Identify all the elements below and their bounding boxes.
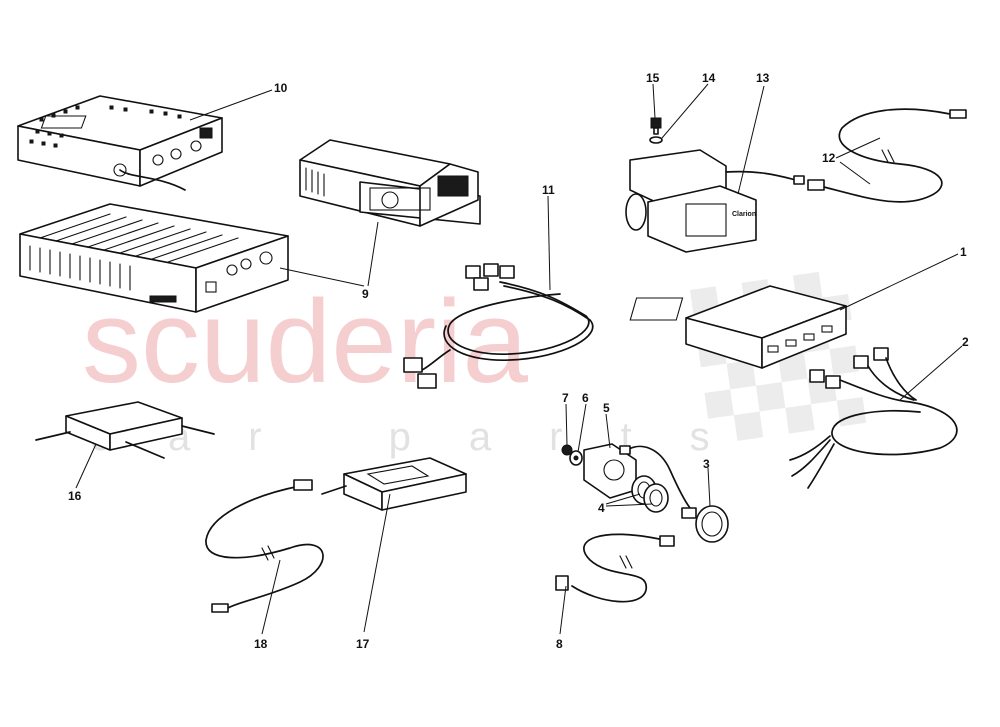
part-9-radio-head-unit	[299, 139, 481, 227]
callout-15: 15	[646, 71, 660, 85]
callout-16: 16	[68, 489, 82, 503]
callout-4: 4	[598, 501, 605, 515]
part-17-antenna-module	[321, 457, 467, 511]
callout-11: 11	[542, 183, 555, 197]
part-9-amplifier	[19, 203, 289, 313]
part-3-push-button	[681, 505, 729, 543]
part-13-camera-unit: Clarion	[625, 149, 805, 253]
part-8-connector-cable	[555, 533, 675, 603]
part-2-wiring-harness	[789, 347, 958, 489]
watermark-sub-text: car parts	[90, 415, 768, 459]
part-18-antenna-cable	[205, 479, 324, 613]
callout-labels: 10 9 11 15 14 13 12 1 2 3 4 5 6 7 8 16 1…	[68, 71, 969, 651]
part-12-extension-cable	[807, 108, 967, 203]
part-15-screw	[650, 117, 662, 135]
callout-3: 3	[703, 457, 710, 471]
part-4-bezel-rings	[631, 475, 669, 513]
callout-17: 17	[356, 637, 370, 651]
callout-9: 9	[362, 287, 369, 301]
brand-label: Clarion	[732, 211, 756, 218]
callout-14: 14	[702, 71, 716, 85]
part-14-washer	[649, 136, 663, 144]
part-6-washer	[569, 450, 583, 466]
part-16-splitter-box	[35, 401, 215, 459]
callout-8: 8	[556, 637, 563, 651]
part-11-cable-harness	[403, 263, 594, 389]
callout-6: 6	[582, 391, 589, 405]
callout-7: 7	[562, 391, 569, 405]
leader-lines	[75, 83, 963, 635]
callout-18: 18	[254, 637, 268, 651]
callout-13: 13	[756, 71, 770, 85]
callout-12: 12	[822, 151, 836, 165]
part-1-control-unit	[629, 285, 847, 369]
part-5-mounting-bracket	[583, 443, 691, 509]
callout-5: 5	[603, 401, 610, 415]
part-10-cd-changer	[17, 95, 223, 191]
callout-2: 2	[962, 335, 969, 349]
callout-1: 1	[960, 245, 967, 259]
callout-10: 10	[274, 81, 288, 95]
